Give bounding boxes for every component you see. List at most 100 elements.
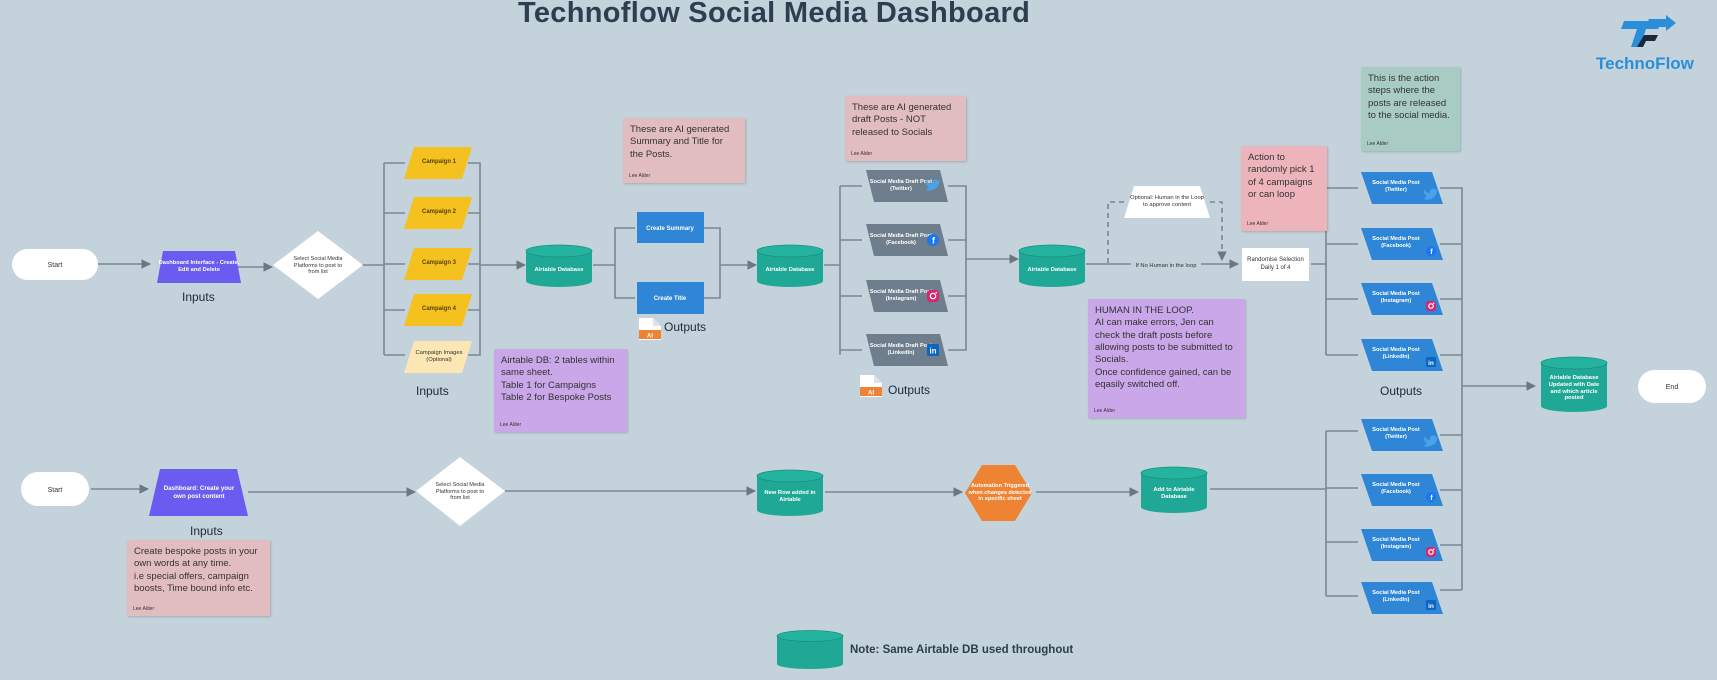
svg-text:AI: AI [868, 391, 874, 397]
note-author: Lee Alder [1247, 220, 1269, 227]
airtable-add-label: Add to Airtable Database [1153, 487, 1195, 500]
note-bespoke: Create bespoke posts in your own words a… [127, 540, 270, 616]
linkedin-icon: in [927, 344, 939, 356]
select-platforms-label-top: Select Social Media Platforms to post to… [293, 255, 343, 276]
social-post-label: Social Media Post (LinkedIn) [1372, 590, 1420, 603]
note-text: Action to randomly pick 1 of 4 campaigns… [1248, 152, 1315, 201]
campaign-node: Campaign 2 [404, 197, 472, 229]
dashboard-create-node: Dashboard: Create your own post content [149, 469, 248, 516]
note-text: HUMAN IN THE LOOP. AI can make errors, J… [1095, 305, 1233, 391]
draft-post-node: Social Media Draft Post (LinkedIn)in [866, 334, 948, 366]
twitter-icon [925, 179, 941, 191]
note-random-pick: Action to randomly pick 1 of 4 campaigns… [1241, 146, 1327, 231]
svg-text:Create Summary: Create Summary [646, 226, 694, 232]
campaign-label: Campaign 3 [421, 260, 456, 267]
note-author: Lee Alder [133, 605, 155, 612]
svg-text:Start: Start [48, 262, 63, 269]
svg-text:f: f [1430, 247, 1433, 256]
note-author: Lee Alder [629, 172, 651, 179]
twitter-icon [1423, 435, 1439, 447]
facebook-icon: f [1426, 492, 1436, 502]
instagram-icon [1426, 301, 1436, 311]
note-human-loop: HUMAN IN THE LOOP. AI can make errors, J… [1088, 299, 1245, 418]
note-author: Lee Alder [500, 421, 522, 428]
note-airtable-db: Airtable DB: 2 tables within same sheet.… [494, 349, 627, 432]
social-post-label: Social Media Post (Instagram) [1372, 291, 1420, 304]
draft-post-node: Social Media Draft Post (Instagram) [866, 280, 948, 312]
svg-text:Create Title: Create Title [654, 296, 687, 302]
draft-post-label: Social Media Draft Post (Facebook) [869, 233, 933, 246]
post-nodes: Social Media Post (Twitter) Social Media … [1361, 172, 1443, 614]
twitter-icon [1423, 188, 1439, 200]
svg-text:Start: Start [48, 487, 63, 494]
airtable-add: Add to Airtable Database [1140, 466, 1208, 513]
select-platforms-label-bottom: Select Social Media Platforms to post to… [435, 481, 485, 502]
select-platforms-diamond-bottom: Select Social Media Platforms to post to… [416, 457, 505, 526]
campaign-label: Campaign 2 [421, 209, 456, 216]
campaign-node: Campaign 3 [404, 248, 472, 280]
campaign-node: Campaign 4 [404, 294, 472, 326]
note-ai-drafts: These are AI generated draft Posts - NOT… [845, 96, 966, 161]
note-ai-summary: These are AI generated Summary and Title… [623, 118, 745, 183]
social-post-label: Social Media Post (Instagram) [1372, 537, 1420, 550]
note-text: This is the action steps where the posts… [1368, 73, 1450, 122]
select-platforms-diamond-top: Select Social Media Platforms to post to… [273, 231, 363, 299]
instagram-icon [1426, 547, 1436, 557]
social-post-label: Social Media Post (LinkedIn) [1372, 347, 1420, 360]
note-author: Lee Alder [851, 150, 873, 157]
start-terminal-top: Start [12, 249, 98, 280]
airtable-db-final-label: Airtable Database Updated with Date and … [1548, 374, 1600, 402]
social-post-node: Social Media Post (Twitter) [1361, 419, 1443, 451]
svg-text:in: in [1428, 360, 1434, 367]
randomise-selection-node: Randomise Selection Daily 1 of 4 [1242, 248, 1309, 281]
social-post-node: Social Media Post (Twitter) [1361, 172, 1443, 204]
note-author: Lee Alder [1367, 140, 1389, 147]
technoflow-logo [1618, 13, 1678, 53]
draft-post-node: Social Media Draft Post (Facebook)f [866, 224, 948, 256]
optional-human-label: Optional: Human in the Loop to approve c… [1130, 194, 1204, 208]
social-post-label: Social Media Post (Facebook) [1372, 482, 1420, 495]
note-action-steps: This is the action steps where the posts… [1361, 67, 1460, 151]
instagram-icon [927, 290, 939, 302]
linkedin-icon: in [1426, 600, 1436, 610]
campaign-images-label: Campaign Images (Optional) [415, 350, 463, 363]
randomise-selection-label: Randomise Selection Daily 1 of 4 [1247, 257, 1304, 271]
social-post-node: Social Media Post (Facebook) f [1361, 228, 1443, 260]
outputs-label-posts: Outputs [1380, 384, 1423, 398]
social-post-label: Social Media Post (Twitter) [1372, 180, 1420, 193]
airtable-db-1: Airtable Database [525, 244, 593, 287]
campaign-images-node: Campaign Images (Optional) [404, 341, 472, 373]
airtable-db-2: Airtable Database [756, 244, 824, 287]
outputs-label-summary: Outputs [664, 320, 707, 334]
social-post-node: Social Media Post (Instagram) [1361, 529, 1443, 561]
social-post-label: Social Media Post (Twitter) [1372, 427, 1420, 440]
draft-post-label: Social Media Draft Post (LinkedIn) [869, 343, 933, 356]
svg-text:If No Human in the loop: If No Human in the loop [1136, 263, 1197, 269]
svg-text:End: End [1666, 384, 1679, 391]
ai-document-icon: AI [639, 318, 661, 340]
logo-mark-icon [1621, 15, 1676, 47]
linkedin-icon: in [1426, 357, 1436, 367]
logo-text: TechnoFlow [1596, 54, 1694, 73]
draft-post-label: Social Media Draft Post (Instagram) [869, 289, 933, 302]
airtable-db-1-label: Airtable Database [534, 266, 584, 273]
if-no-human-label: If No Human in the loop [1131, 259, 1201, 269]
svg-text:AI: AI [647, 334, 653, 340]
social-post-label: Social Media Post (Facebook) [1372, 236, 1420, 249]
facebook-icon: f [1426, 246, 1436, 256]
social-post-node: Social Media Post (LinkedIn) in [1361, 339, 1443, 371]
inputs-label-top: Inputs [182, 290, 215, 304]
campaign-node: Campaign 1 [404, 147, 472, 179]
airtable-new-row: New Row added in Airtable [756, 469, 824, 516]
automation-hexagon: Automation Triggered when changes detect… [965, 465, 1032, 521]
airtable-new-row-label: New Row added in Airtable [764, 490, 816, 503]
draft-post-label: Social Media Draft Post (Twitter) [869, 179, 933, 192]
legend-note: Note: Same Airtable DB used throughout [850, 644, 1074, 656]
note-author: Lee Alder [1094, 407, 1116, 414]
svg-text:in: in [930, 346, 937, 355]
start-terminal-bottom: Start [21, 472, 89, 506]
campaign-label: Campaign 4 [421, 306, 456, 313]
create-title-node: Create Title [637, 282, 704, 314]
